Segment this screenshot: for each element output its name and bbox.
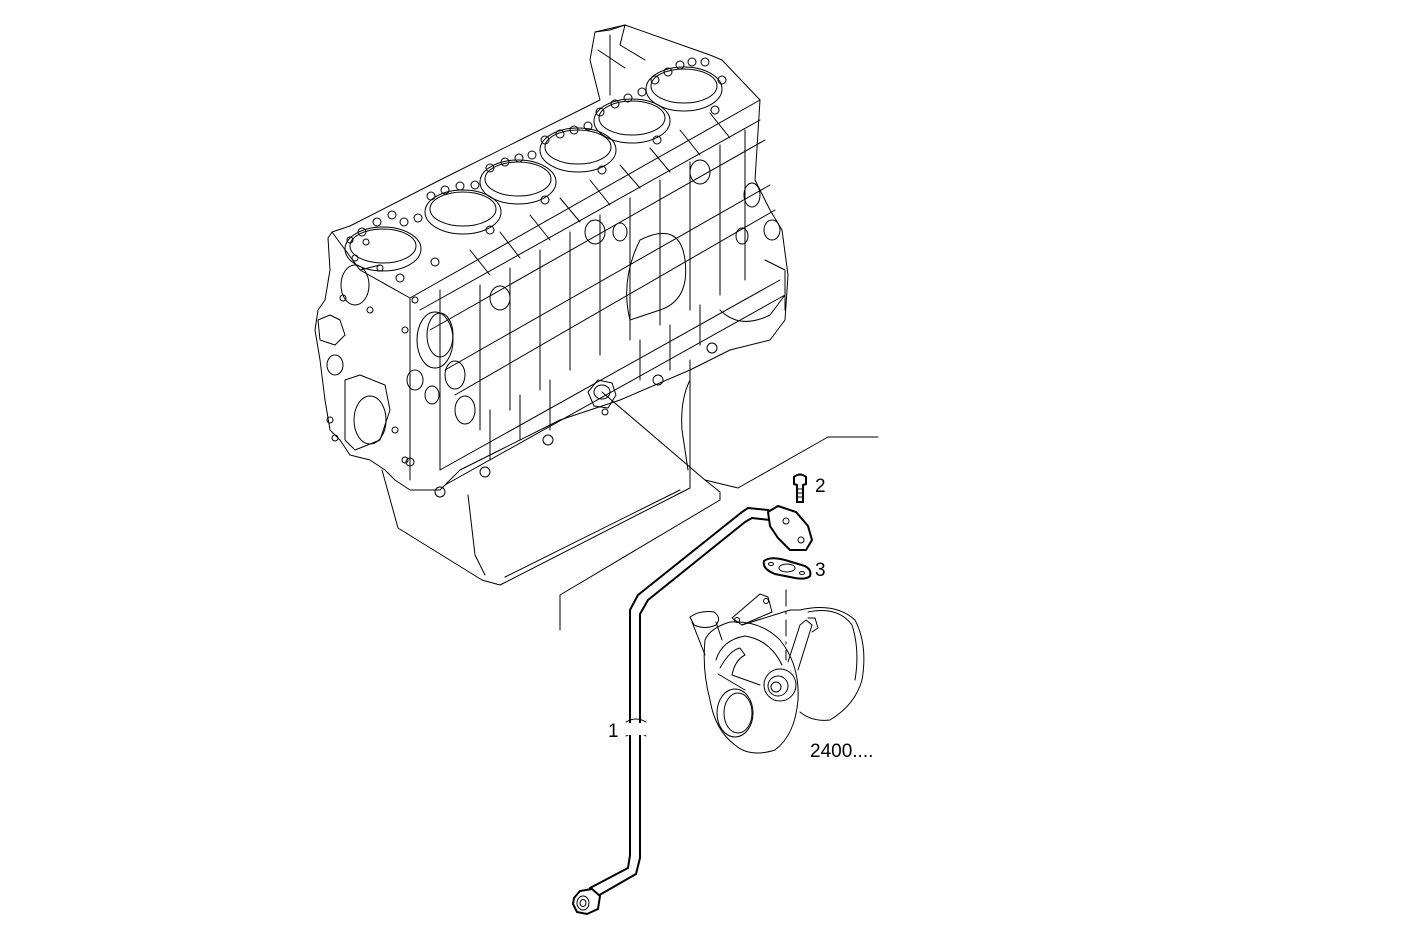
gasket [762, 557, 812, 580]
leader-lines [559, 391, 879, 661]
block-lower-skirt [405, 259, 786, 498]
block-front-face [317, 254, 476, 464]
head-bolt-holes [346, 57, 727, 283]
oil-drain-port [587, 379, 617, 416]
oil-return-pipe [571, 504, 814, 916]
turbocharger-reference: 2400.... [810, 741, 874, 762]
block-ribs [409, 112, 781, 481]
bolt [793, 473, 807, 503]
callout-3: 3 [815, 560, 826, 581]
cylinder-bores [344, 66, 723, 272]
callout-1: 1 [608, 721, 619, 742]
turbocharger [689, 593, 865, 754]
engine-block [314, 24, 789, 586]
callout-2: 2 [815, 476, 826, 497]
